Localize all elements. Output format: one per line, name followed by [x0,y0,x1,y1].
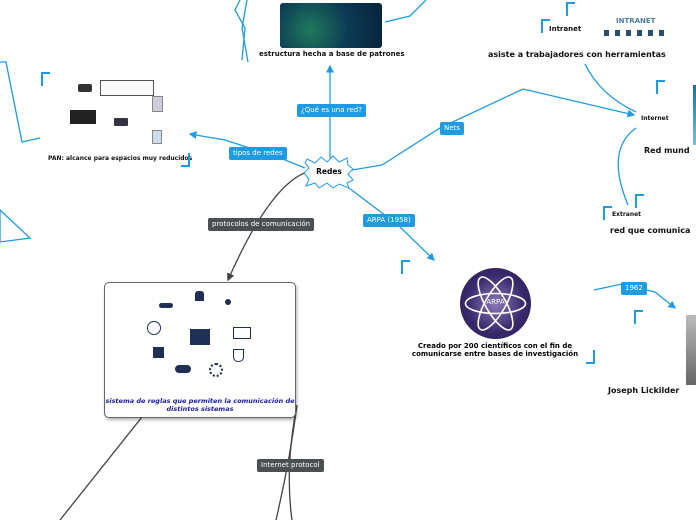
vr-headset-icon [159,303,173,308]
cybersecurity-icon [233,349,244,362]
central-label: Redes [316,167,342,176]
bracket-decoration [656,80,665,94]
node-internet[interactable]: Internet [641,115,669,122]
3d-cube-icon [153,347,164,358]
pan-note [100,80,154,96]
iot-icon [225,299,231,305]
printer-icon [78,84,92,92]
bracket-decoration [603,206,612,220]
node-intranet[interactable]: Intranet [549,25,582,33]
pan-diagram-image [62,78,167,150]
network-pattern-image [280,3,382,48]
branch-internet-protocol[interactable]: Internet protocol [257,459,324,472]
internet-image [693,85,696,145]
branch-nets[interactable]: Nets [440,122,464,135]
intranet-icons [604,30,668,36]
branch-tipos-de-redes[interactable]: tipos de redes [229,147,287,160]
bracket-decoration [401,260,410,274]
protocol-card[interactable]: sistema de reglas que permiten la comuni… [104,282,296,418]
bracket-decoration [541,19,550,33]
laptop-icon [114,118,128,126]
node-lickilder[interactable]: Joseph Lickilder [608,386,680,395]
node-pan[interactable]: PAN: alcance para espacios muy reducidos [48,155,193,162]
phone-icon [152,130,162,144]
cloud-icon [175,365,191,373]
bracket-decoration [634,310,643,324]
industry-4-diagram [145,291,255,379]
simulation-icon [233,327,251,339]
arpa-desc-line1: Creado por 200 científicos con el fin de [417,342,573,350]
computer-icon [70,110,96,124]
node-protocol-description: sistema de reglas que permiten la comuni… [105,397,295,413]
pda-icon [152,96,163,112]
robot-icon [195,291,204,301]
intranet-image-title: INTRANET [616,17,656,25]
arpa-logo: ARPA [460,268,531,339]
arpa-logo-text: ARPA [486,298,505,306]
branch-protocolos[interactable]: protocolos de comunicación [208,218,315,231]
node-internet-description: Red mund [644,146,690,155]
bracket-decoration [181,153,190,167]
factory-icon [190,329,210,345]
bracket-decoration [586,350,595,364]
node-intranet-description: asiste a trabajadores con herramientas [488,50,666,59]
branch-arpa[interactable]: ARPA (1958) [363,214,415,227]
atom-icon [464,276,527,331]
arpa-desc-line2: comunicarse entre bases de investigación [411,350,579,358]
gears-icon [209,363,223,377]
big-data-icon [147,321,161,335]
starburst-shape [303,155,354,189]
branch-que-es-una-red[interactable]: ¿Qué es una red? [297,104,366,117]
branch-1962[interactable]: 1962 [621,282,647,295]
node-estructura[interactable]: estructura hecha a base de patrones [259,50,405,58]
node-extranet[interactable]: Extranet [612,211,642,218]
bracket-decoration [635,194,644,208]
central-node-redes[interactable]: Redes [303,155,355,189]
intranet-image: INTRANET [602,17,670,39]
node-extranet-description: red que comunica [610,226,691,235]
bracket-decoration [566,2,575,16]
lickilder-photo [686,315,696,385]
bracket-decoration [41,72,50,86]
node-arpa-description[interactable]: Creado por 200 científicos con el fin de… [400,342,590,358]
